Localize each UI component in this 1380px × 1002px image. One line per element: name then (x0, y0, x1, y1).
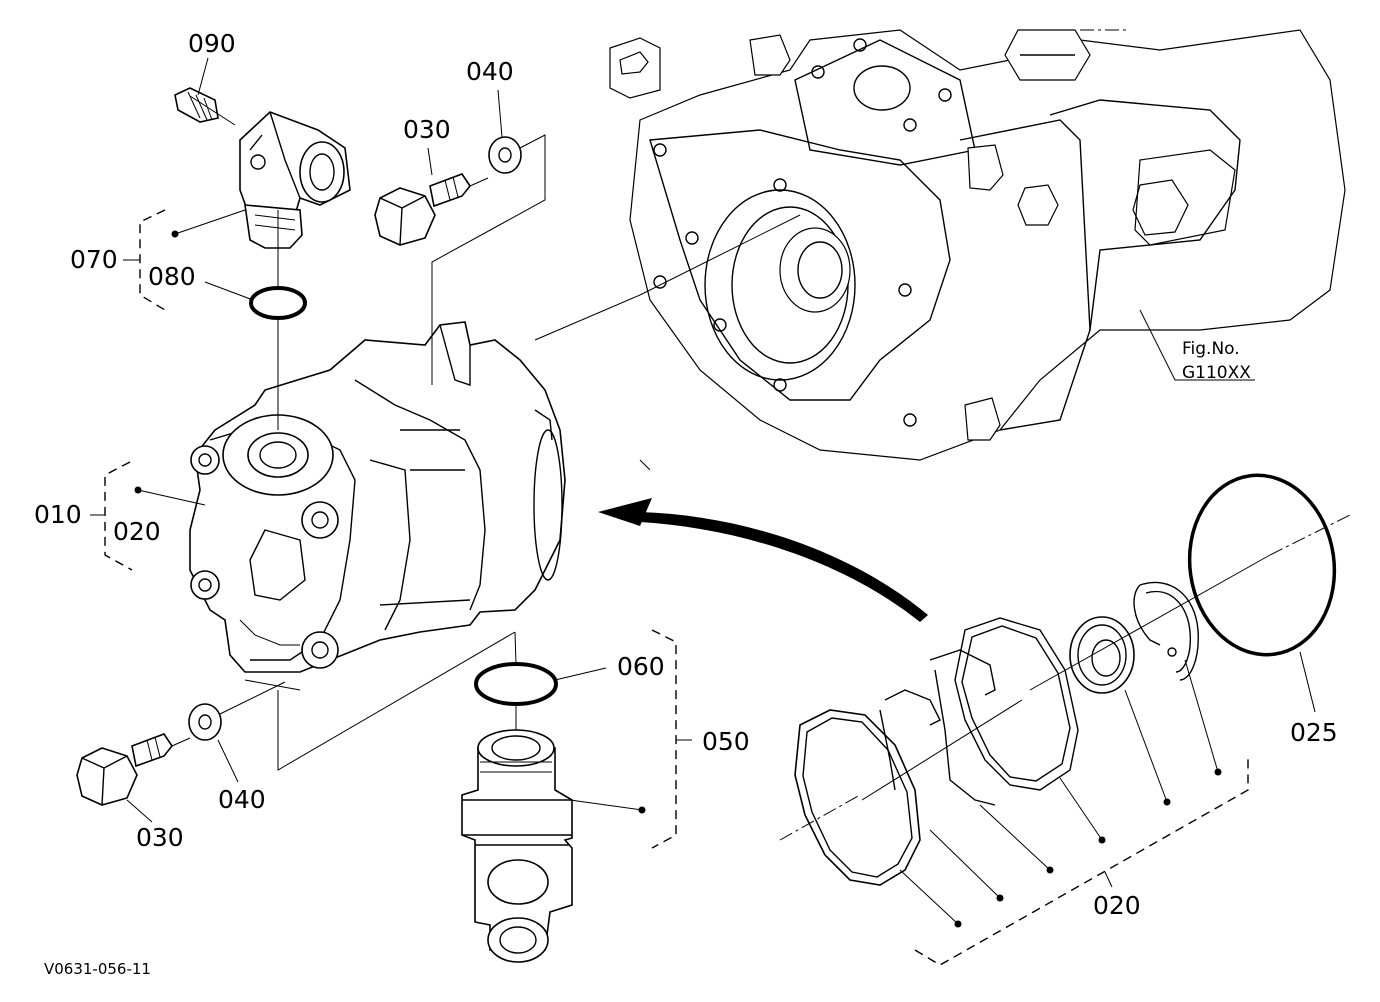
label-040-bottom: 040 (218, 785, 266, 814)
o-ring-080 (249, 286, 307, 320)
bolt-030-bottom (76, 733, 173, 806)
washer-040-bottom (188, 703, 222, 741)
washer-040-top (488, 136, 522, 174)
label-080: 080 (148, 262, 196, 291)
bracket-050 (651, 629, 692, 849)
seal-kit-020 (779, 514, 1351, 886)
label-020-bottom: 020 (1093, 891, 1141, 920)
elbow-fitting (239, 111, 351, 249)
label-030-bottom: 030 (136, 823, 184, 852)
elbow-fitting-050 (461, 729, 573, 963)
o-ring-060 (474, 662, 558, 706)
figure-number-label: Fig.No. (1182, 339, 1240, 359)
o-ring-025 (1187, 473, 1337, 657)
bolt-030-top (374, 173, 471, 246)
label-050: 050 (702, 727, 750, 756)
label-070: 070 (70, 245, 118, 274)
label-060: 060 (617, 652, 665, 681)
transmission-housing (609, 29, 1346, 471)
leader-lines (126, 57, 1316, 928)
figure-code: G110XX (1182, 363, 1251, 383)
label-020-left: 020 (113, 517, 161, 546)
plug-090 (174, 87, 219, 123)
hydraulic-pump-body (189, 321, 566, 691)
label-090: 090 (188, 29, 236, 58)
bracket-070 (123, 209, 166, 311)
bracket-010 (90, 461, 133, 571)
bracket-020 (914, 758, 1249, 966)
label-010: 010 (34, 500, 82, 529)
label-025: 025 (1290, 718, 1338, 747)
center-lines (171, 95, 1271, 801)
label-030-top: 030 (403, 115, 451, 144)
label-040-top: 040 (466, 57, 514, 86)
drawing-id: V0631-056-11 (44, 960, 151, 978)
assembly-arrow (598, 498, 928, 622)
